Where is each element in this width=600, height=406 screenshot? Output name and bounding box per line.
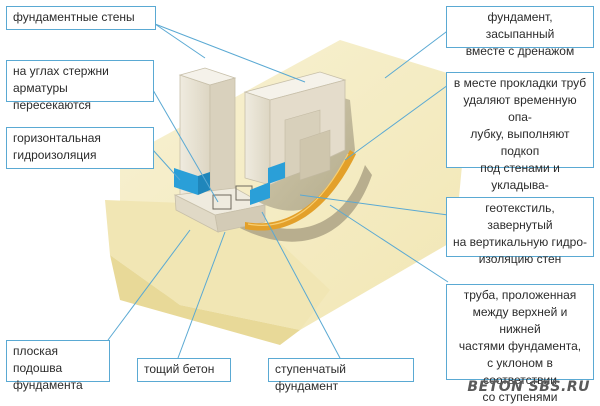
label-lean-concrete: тощий бетон	[137, 358, 231, 382]
label-pipe: труба, проложенная между верхней и нижне…	[446, 284, 594, 404]
waterproofing	[174, 162, 285, 205]
watermark: BETON SBS.RU	[467, 379, 590, 395]
drain-pipe	[245, 150, 356, 231]
leader-lines	[107, 22, 459, 359]
label-foundation-backfilled: фундамент, засыпанный вместе с дренажом	[446, 6, 594, 58]
label-flat-footing: плоская подошва фундамента	[6, 340, 110, 392]
label-corner-rebar: на углах стержни арматуры пересекаются	[6, 60, 154, 112]
label-horizontal-waterproofing: горизонтальная гидроизоляция	[6, 127, 154, 169]
label-pipe-laying: в месте прокладки труб удаляют временную…	[446, 72, 594, 226]
label-geotextile: геотекстиль, завернутый на вертикальную …	[446, 197, 594, 266]
label-foundation-walls: фундаментные стены	[6, 6, 156, 30]
foundation-walls	[178, 67, 347, 206]
label-stepped-foundation: ступенчатый фундамент	[268, 358, 414, 393]
